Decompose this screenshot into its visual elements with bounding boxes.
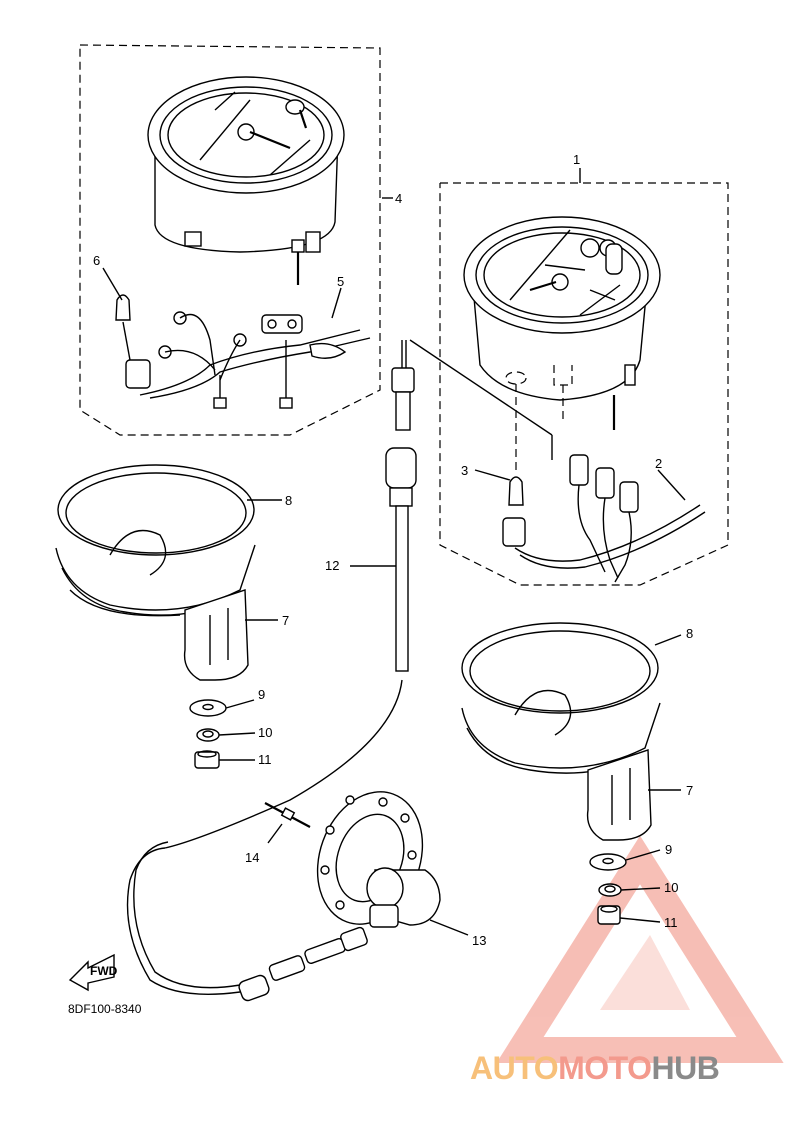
speedo-drive-13 <box>316 791 441 928</box>
fwd-arrow: FWD <box>68 953 118 992</box>
pin-14 <box>264 802 311 828</box>
callout-2: 2 <box>655 456 662 471</box>
wire-harness-2 <box>514 454 706 583</box>
callout-10-right: 10 <box>664 880 678 895</box>
washer-9-left <box>189 699 227 717</box>
callout-numbers: 1 4 2 3 5 6 8 7 9 10 11 12 8 7 9 10 11 1… <box>68 152 693 1016</box>
fwd-label: FWD <box>90 964 118 978</box>
bulb-6 <box>115 294 151 389</box>
callout-12: 12 <box>325 558 339 573</box>
damper-ring-8-right <box>461 622 659 714</box>
leader-lines <box>102 168 686 936</box>
wire-harness-5 <box>139 311 371 409</box>
bracket-7-left <box>55 529 256 681</box>
assembly-4-box <box>79 44 381 436</box>
bracket-7-right <box>461 689 661 841</box>
damper-ring-8-left <box>57 464 255 556</box>
callout-8-left: 8 <box>285 493 292 508</box>
callout-9-right: 9 <box>665 842 672 857</box>
nut-11-left <box>194 750 220 769</box>
callout-13: 13 <box>472 933 486 948</box>
collar-10-left <box>196 728 220 742</box>
speedometer-left <box>147 76 345 285</box>
callout-3: 3 <box>461 463 468 478</box>
callout-7-right: 7 <box>686 783 693 798</box>
callout-14: 14 <box>245 850 259 865</box>
assembly-1-box <box>439 182 729 586</box>
callout-1: 1 <box>573 152 580 167</box>
collar-10-right <box>598 883 622 897</box>
drawing-code: 8DF100-8340 <box>68 1002 142 1016</box>
callout-7-left: 7 <box>282 613 289 628</box>
callout-11-right: 11 <box>664 915 678 930</box>
callout-4: 4 <box>395 191 402 206</box>
callout-8-right: 8 <box>686 626 693 641</box>
bulb-3 <box>502 476 526 547</box>
watermark-wordmark: AUTOMOTOHUB <box>470 1050 800 1090</box>
watermark-logo <box>496 835 784 1063</box>
tachometer-right <box>409 216 661 475</box>
watermark-part-auto: AUTO <box>470 1050 559 1086</box>
callout-11-left: 11 <box>258 752 272 767</box>
callout-6: 6 <box>93 253 100 268</box>
callout-10-left: 10 <box>258 725 272 740</box>
nut-11-right <box>597 905 621 925</box>
washer-9-right <box>589 853 627 871</box>
callout-5: 5 <box>337 274 344 289</box>
watermark-part-moto: MOTO <box>558 1050 652 1086</box>
watermark-part-hub: HUB <box>651 1050 720 1086</box>
speedo-cable-12 <box>126 340 417 1002</box>
callout-9-left: 9 <box>258 687 265 702</box>
